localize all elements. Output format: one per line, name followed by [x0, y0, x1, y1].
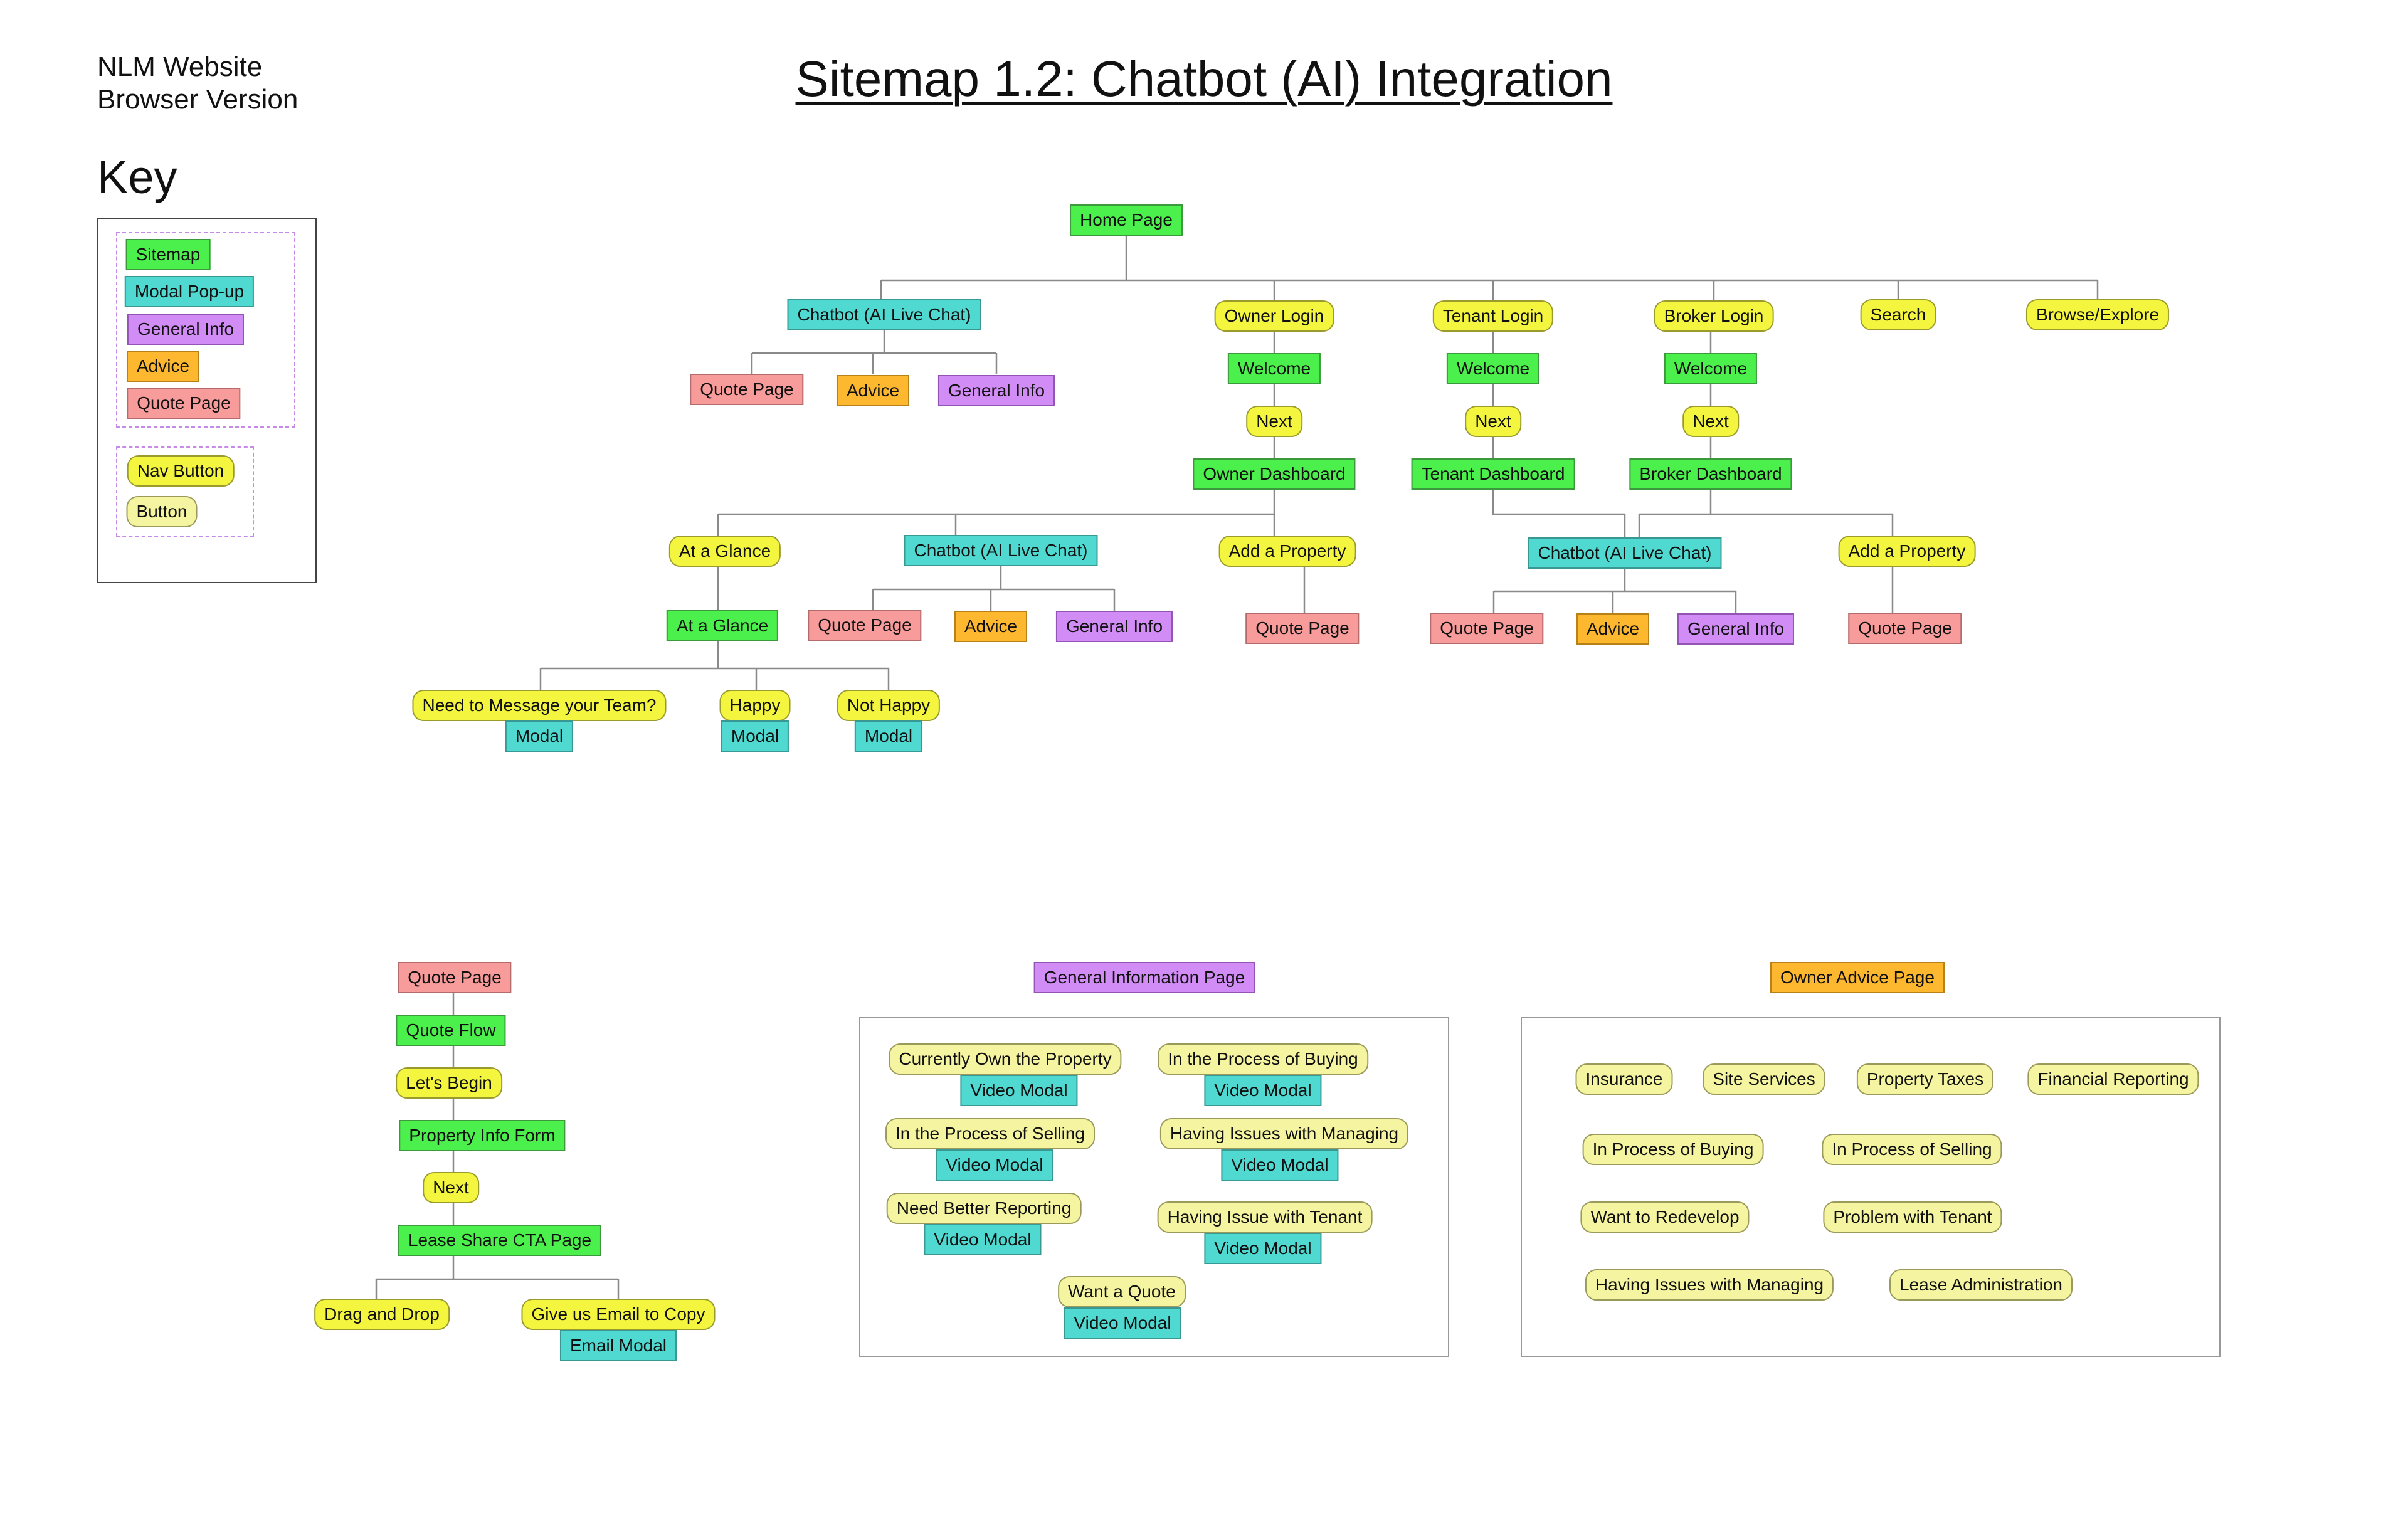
broker-dashboard: Broker Dashboard [1629, 458, 1792, 490]
top-chat-advice: Advice [836, 375, 910, 406]
gi-video-modal: Video Modal [1204, 1233, 1322, 1264]
broker-welcome: Welcome [1664, 353, 1758, 384]
gi-video-modal: Video Modal [1064, 1307, 1181, 1339]
general-information-page-title: General Information Page [1033, 962, 1255, 993]
advice-issues-managing: Having Issues with Managing [1585, 1269, 1834, 1301]
advice-site-services: Site Services [1703, 1063, 1825, 1095]
quote-next-button: Next [423, 1172, 479, 1203]
key-legend [97, 218, 317, 583]
advice-process-of-buying: In Process of Buying [1582, 1134, 1764, 1165]
email-modal: Email Modal [559, 1330, 677, 1361]
connector-line [1492, 489, 1626, 538]
at-a-glance-page: At a Glance [666, 610, 779, 641]
key-nav-button: Nav Button [127, 455, 235, 487]
owner-next: Next [1246, 406, 1302, 437]
advice-financial-reporting: Financial Reporting [2027, 1063, 2199, 1095]
need-to-message-button: Need to Message your Team? [412, 690, 667, 721]
quote-flow: Quote Flow [396, 1015, 506, 1046]
gi-video-modal: Video Modal [1204, 1075, 1322, 1106]
owner-login: Owner Login [1214, 300, 1334, 332]
site-version: Browser Version [97, 84, 298, 115]
home-page: Home Page [1070, 204, 1183, 236]
gi-issues-managing: Having Issues with Managing [1159, 1118, 1409, 1149]
shared-chat-info: General Info [1677, 613, 1795, 645]
top-chat-info: General Info [937, 375, 1055, 406]
owner-advice-page-title: Owner Advice Page [1770, 962, 1945, 993]
owner-welcome: Welcome [1227, 353, 1321, 384]
key-modal: Modal Pop-up [124, 276, 255, 307]
key-button-group [116, 446, 254, 537]
tenant-login: Tenant Login [1432, 300, 1554, 332]
shared-chat-advice: Advice [1576, 613, 1650, 645]
tenant-welcome: Welcome [1446, 353, 1540, 384]
shared-chat-quote: Quote Page [1430, 613, 1544, 644]
top-chat-quote: Quote Page [690, 374, 804, 405]
owner-chatbot: Chatbot (AI Live Chat) [904, 535, 1098, 566]
not-happy-button: Not Happy [837, 690, 941, 721]
gi-currently-own: Currently Own the Property [889, 1043, 1122, 1075]
property-info-form: Property Info Form [399, 1120, 566, 1151]
lets-begin-button: Let's Begin [396, 1067, 502, 1099]
key-general-info: General Info [127, 314, 245, 345]
key-heading: Key [97, 151, 177, 203]
gi-want-a-quote: Want a Quote [1058, 1276, 1186, 1307]
gi-video-modal: Video Modal [1221, 1149, 1339, 1181]
chatbot-top: Chatbot (AI Live Chat) [787, 299, 981, 330]
key-quote-page: Quote Page [127, 388, 241, 419]
broker-login: Broker Login [1654, 300, 1774, 332]
give-email-button: Give us Email to Copy [521, 1299, 716, 1330]
owner-chat-info: General Info [1055, 611, 1173, 642]
owner-dashboard: Owner Dashboard [1193, 458, 1356, 490]
gi-issue-with-tenant: Having Issue with Tenant [1157, 1201, 1373, 1233]
owner-add-property: Add a Property [1218, 536, 1356, 567]
site-name: NLM Website [97, 51, 263, 82]
key-advice: Advice [126, 351, 200, 382]
broker-add-quote: Quote Page [1848, 613, 1962, 644]
gi-process-of-selling: In the Process of Selling [885, 1118, 1095, 1149]
shared-chatbot: Chatbot (AI Live Chat) [1528, 537, 1722, 569]
gi-video-modal: Video Modal [960, 1075, 1078, 1106]
lease-share-cta-page: Lease Share CTA Page [398, 1225, 602, 1256]
owner-chat-quote: Quote Page [808, 610, 922, 641]
gi-better-reporting: Need Better Reporting [886, 1193, 1082, 1224]
key-sitemap: Sitemap [125, 239, 211, 270]
not-happy-modal: Modal [854, 720, 923, 752]
advice-want-to-redevelop: Want to Redevelop [1580, 1201, 1750, 1233]
owner-at-a-glance: At a Glance [668, 536, 781, 567]
advice-property-taxes: Property Taxes [1856, 1063, 1994, 1095]
browse-nav: Browse/Explore [2025, 299, 2170, 330]
tenant-dashboard: Tenant Dashboard [1411, 458, 1575, 490]
happy-button: Happy [719, 690, 791, 721]
owner-add-quote: Quote Page [1245, 613, 1360, 644]
owner-chat-advice: Advice [954, 611, 1028, 642]
general-information-panel [859, 1017, 1449, 1357]
gi-video-modal: Video Modal [924, 1224, 1042, 1255]
broker-add-property: Add a Property [1838, 536, 1976, 567]
key-button: Button [126, 496, 198, 527]
quote-page-header: Quote Page [398, 962, 512, 993]
gi-process-of-buying: In the Process of Buying [1158, 1043, 1368, 1075]
owner-advice-panel [1521, 1017, 2221, 1357]
gi-video-modal: Video Modal [936, 1149, 1054, 1181]
page-title: Sitemap 1.2: Chatbot (AI) Integration [795, 51, 1613, 107]
broker-next: Next [1682, 406, 1739, 437]
message-modal: Modal [505, 720, 574, 752]
advice-process-of-selling: In Process of Selling [1822, 1134, 2002, 1165]
tenant-next: Next [1465, 406, 1521, 437]
drag-and-drop-button: Drag and Drop [314, 1299, 450, 1330]
key-box-group [116, 232, 295, 428]
happy-modal: Modal [721, 720, 789, 752]
advice-insurance: Insurance [1575, 1063, 1673, 1095]
advice-problem-with-tenant: Problem with Tenant [1823, 1201, 2002, 1233]
advice-lease-administration: Lease Administration [1889, 1269, 2073, 1301]
search-nav: Search [1860, 299, 1936, 330]
